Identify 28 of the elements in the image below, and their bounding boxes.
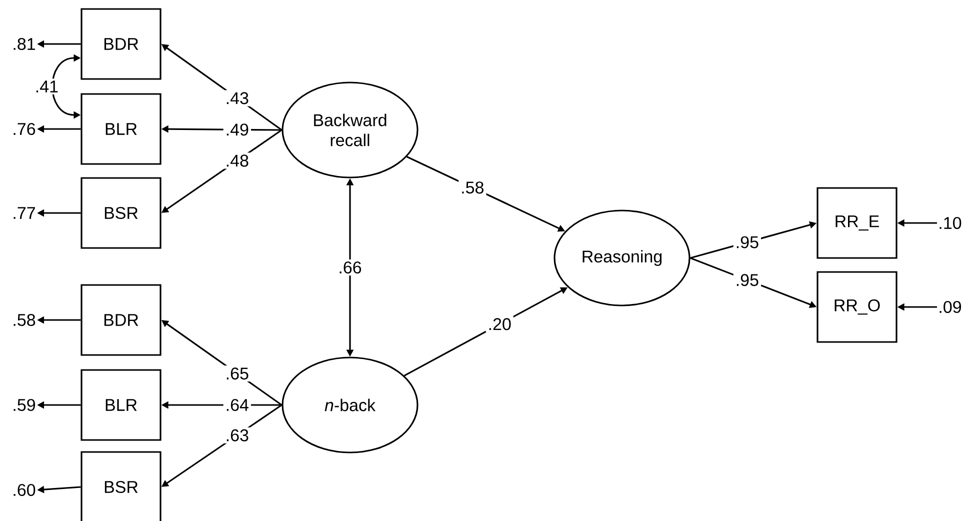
edge-label: .48 xyxy=(223,152,251,169)
edge-label: .63 xyxy=(223,427,251,444)
residual-value: .59 xyxy=(14,398,36,412)
residual-value: .58 xyxy=(14,314,36,326)
indicator-box: BLR xyxy=(80,93,162,165)
edge-label: .95 xyxy=(733,234,761,250)
residual-value: .81 xyxy=(14,38,35,50)
indicator-box: BDR xyxy=(80,284,162,356)
residual-value: .09 xyxy=(940,300,962,314)
edge-label: .95 xyxy=(733,272,761,288)
edge-label: .20 xyxy=(486,316,514,332)
edge-label: .43 xyxy=(223,90,251,106)
indicator-box: BSR xyxy=(80,177,162,249)
residual-value: .77 xyxy=(14,207,35,219)
edge-label: .66 xyxy=(336,259,364,276)
edge-label: .41 xyxy=(32,78,61,94)
edge-label: .65 xyxy=(223,366,251,382)
indicator-box: BLR xyxy=(80,369,162,441)
edge-label: .49 xyxy=(223,122,251,138)
indicator-box: RR_E xyxy=(816,187,898,259)
edge-label: .58 xyxy=(458,180,486,196)
residual-value: .76 xyxy=(14,122,36,136)
edge-label: .64 xyxy=(223,396,251,413)
residual-value: .10 xyxy=(940,216,962,230)
indicator-box: RR_O xyxy=(816,271,898,343)
residual-value: .60 xyxy=(14,484,36,496)
indicator-box: BSR xyxy=(80,451,162,521)
indicator-box: BDR xyxy=(80,8,162,80)
